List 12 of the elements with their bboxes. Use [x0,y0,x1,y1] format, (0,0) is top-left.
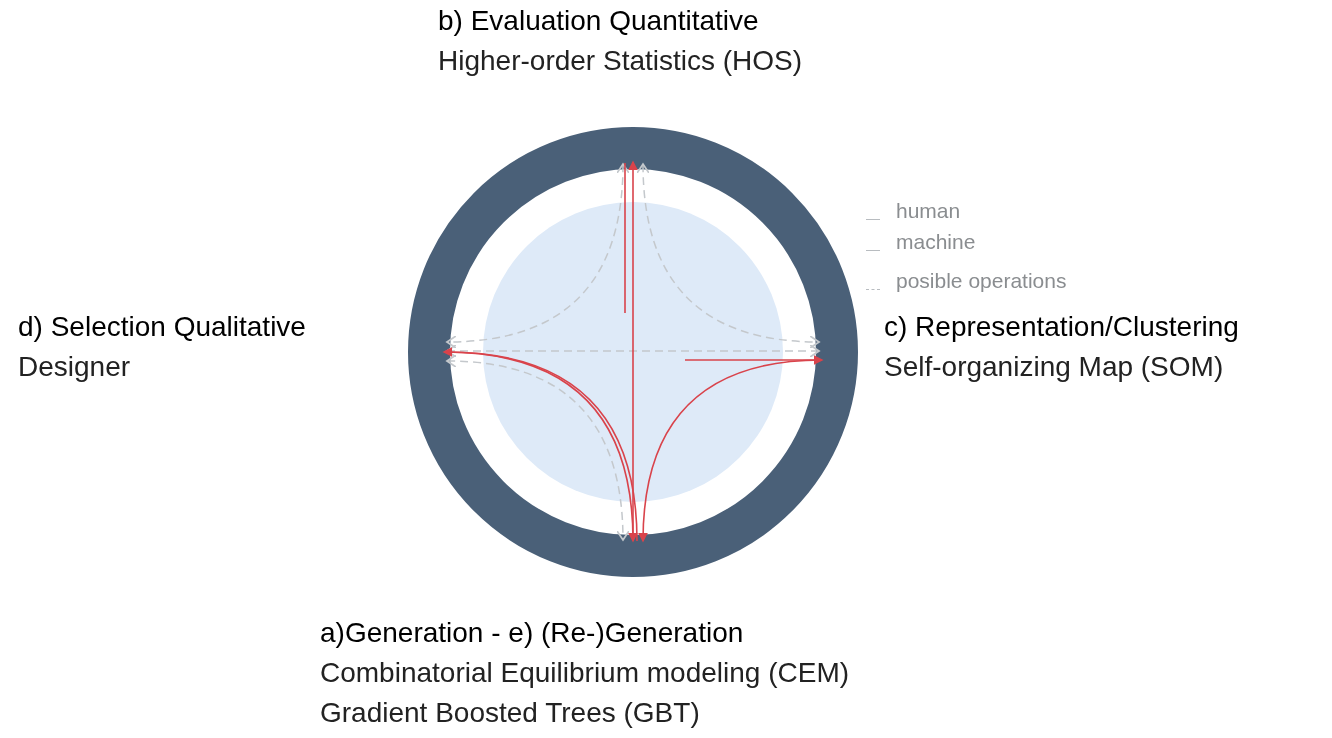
legend-label: human [896,198,961,224]
method-text: Gradient Boosted Trees (GBT) [320,696,700,730]
legend-label: machine [896,229,976,255]
legend-label: posible operations [896,268,1067,294]
stage-heading: b) Evaluation Quantitative [438,4,759,38]
method-text: Combinatorial Equilibrium modeling (CEM) [320,656,850,690]
stage-heading: c) Representation/Clustering [884,310,1239,344]
method-text: Higher-order Statistics (HOS) [438,44,803,78]
stage-heading: a)Generation - e) (Re-)Generation [320,616,744,650]
stage-heading: d) Selection Qualitative [18,310,306,344]
method-text: Designer [18,350,131,384]
method-text: Self-organizing Map (SOM) [884,350,1224,384]
